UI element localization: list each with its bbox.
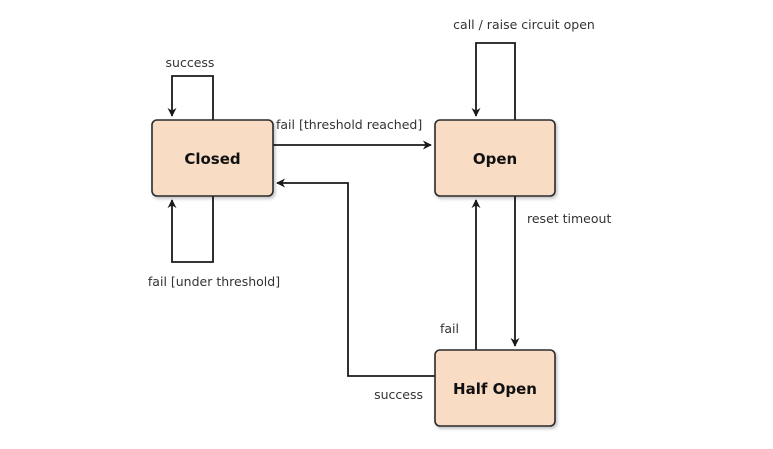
state-closed-label: Closed: [184, 150, 240, 168]
state-half-open-label: Half Open: [453, 380, 537, 398]
state-closed: Closed: [151, 119, 274, 197]
label-reset-timeout: reset timeout: [527, 211, 611, 226]
label-half-open-success: success: [374, 387, 423, 402]
state-open-label: Open: [473, 150, 517, 168]
label-half-open-fail: fail: [440, 321, 459, 336]
label-closed-success: success: [166, 55, 215, 70]
state-half-open-box: [434, 349, 556, 427]
half-open-to-closed-arrow: [276, 178, 435, 377]
closed-fail-under-threshold-self-loop: [167, 196, 214, 263]
state-closed-box: [151, 119, 274, 197]
open-call-self-loop: [471, 42, 516, 120]
label-closed-to-open: fail [threshold reached]: [276, 117, 422, 132]
label-closed-fail-under-threshold: fail [under threshold]: [148, 274, 280, 289]
edges: [167, 42, 520, 377]
state-open-box: [434, 119, 556, 197]
closed-success-self-loop: [167, 75, 214, 120]
label-open-call: call / raise circuit open: [453, 17, 595, 32]
state-open: Open: [434, 119, 556, 197]
state-half-open: Half Open: [434, 349, 556, 427]
edge-labels: success fail [threshold reached] fail [u…: [148, 17, 612, 402]
